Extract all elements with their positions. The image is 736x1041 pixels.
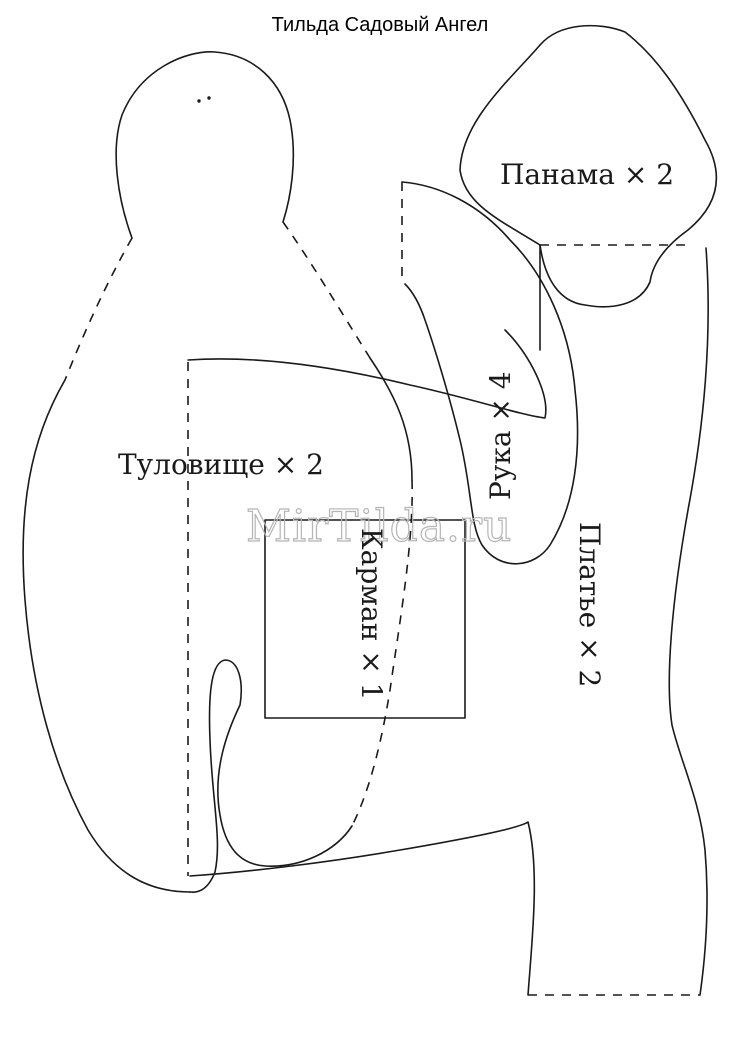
pocket-outline [264,519,466,719]
arm-label: Рука × 4 [484,371,517,500]
body-right-side [369,357,413,481]
pattern-title: Тильда Садовый Ангел [271,14,489,36]
body-eye-right-mark [207,96,211,100]
body-shoulder-right-dashed [282,221,371,359]
dress-bottom-side [189,821,536,996]
hat-outline [459,24,718,308]
body-shoulder-left-dashed [64,237,133,381]
hat-label: Панама × 2 [500,158,674,191]
dress-right-side [668,247,709,996]
body-left-side [22,379,191,893]
watermark-text: MirTilda.ru [246,501,512,552]
body-eye-left-mark [197,99,201,103]
body-right-side-dashed [351,479,413,827]
pocket-label: Карман × 1 [355,528,388,701]
dress-label: Платье × 2 [573,522,606,687]
body-label: Туловище × 2 [118,448,324,481]
body-head-outline [115,51,295,239]
arm-top-outline [401,181,579,565]
body-leg-outline [189,659,353,893]
arm-inner-line [187,329,547,419]
